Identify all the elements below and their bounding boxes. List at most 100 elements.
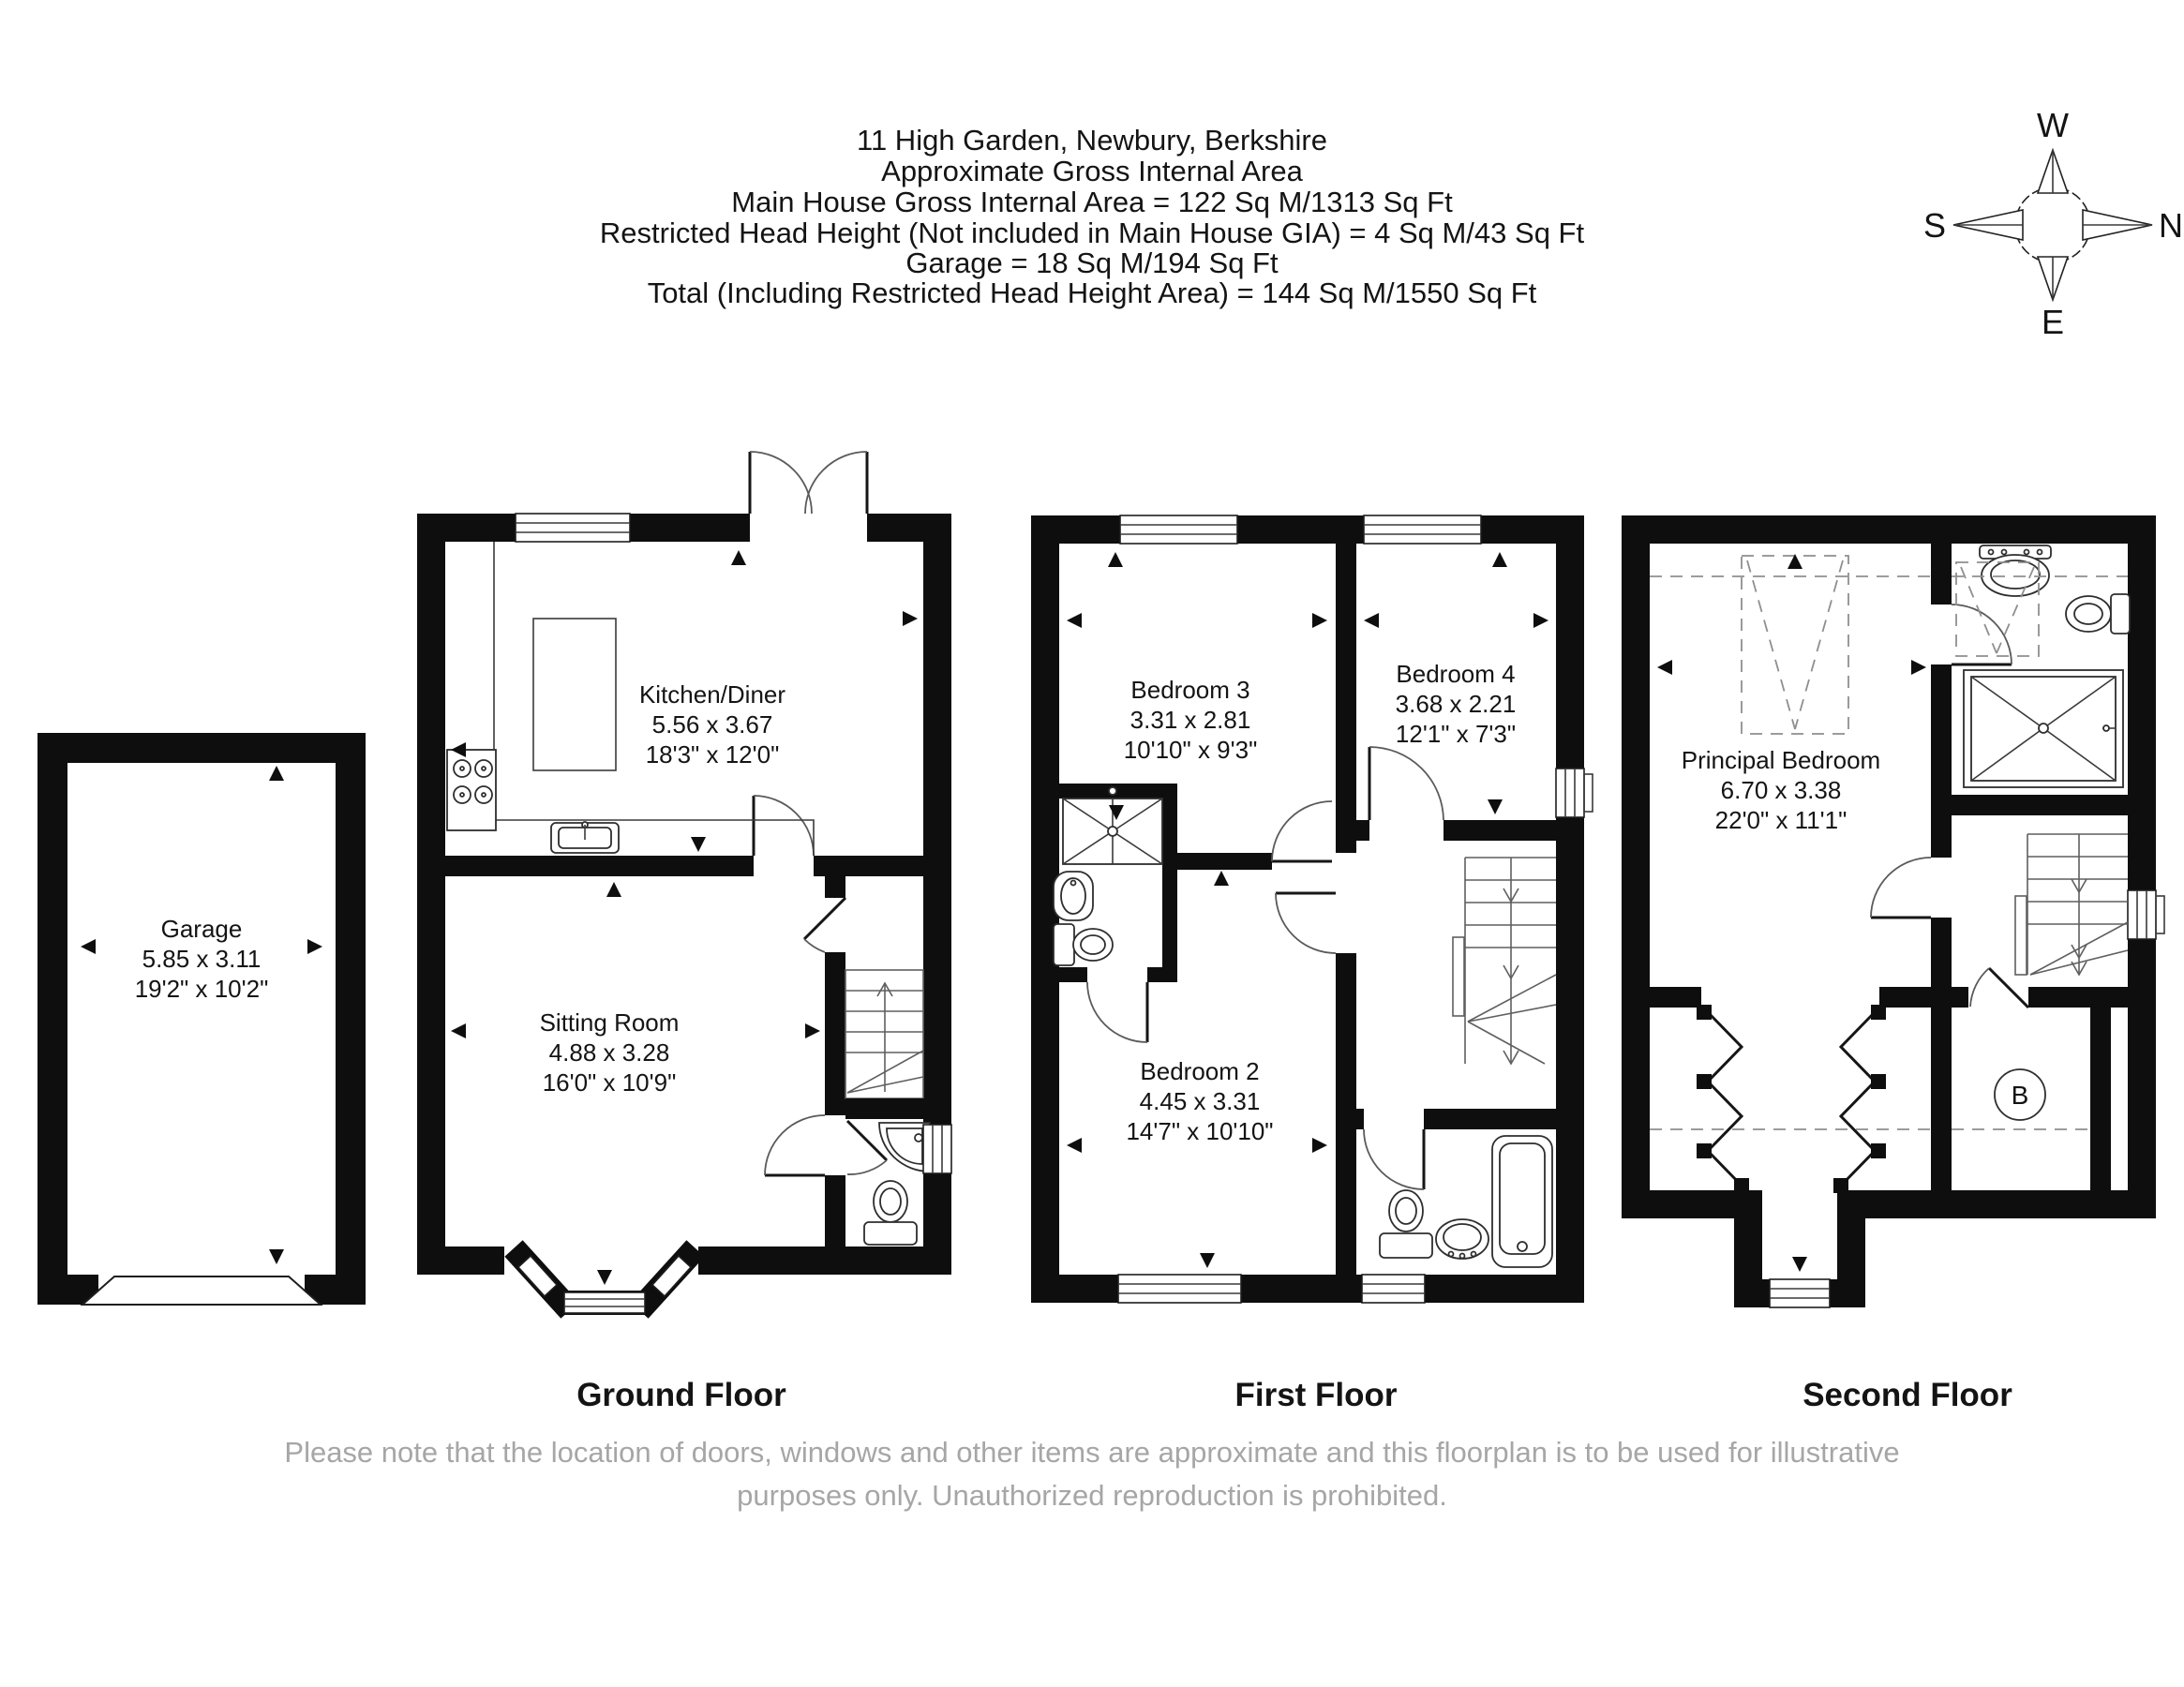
room-dim-metric: 5.85 x 3.11 <box>142 945 262 973</box>
header-line: Garage = 18 Sq M/194 Sq Ft <box>905 246 1279 279</box>
dimension-arrow <box>1533 613 1548 628</box>
room-dim-imperial: 18'3" x 12'0" <box>646 740 780 769</box>
room-label-bedroom2: Bedroom 2 <box>1140 1057 1259 1085</box>
compass-rose: W E N S <box>1923 106 2183 341</box>
dimension-arrow <box>1109 805 1124 820</box>
header-block: 11 High Garden, Newbury, Berkshire Appro… <box>600 124 1585 309</box>
dimension-arrow <box>1312 1138 1327 1153</box>
kitchen-sink-icon <box>550 821 620 854</box>
stairs-up <box>845 969 924 1099</box>
principal-bedroom-door <box>1870 857 1932 919</box>
toilet-icon <box>1379 1189 1433 1259</box>
room-label-sitting: Sitting Room <box>540 1008 680 1037</box>
wc-door <box>845 1119 889 1175</box>
dimension-arrow <box>269 766 284 781</box>
dimension-arrow <box>1067 613 1082 628</box>
floor-label-first: First Floor <box>1234 1377 1397 1413</box>
cupboard-door <box>802 896 847 953</box>
dimension-arrow <box>451 1023 466 1038</box>
window <box>515 513 631 543</box>
dimension-arrow <box>691 837 706 852</box>
bath-icon <box>1491 1135 1553 1268</box>
floor-label-ground: Ground Floor <box>576 1377 786 1413</box>
compass-north: N <box>2159 206 2183 245</box>
bedroom2-door <box>1275 891 1337 954</box>
sink-icon <box>1053 871 1094 921</box>
ensuite-door <box>1951 604 2012 666</box>
stairs-down <box>1452 857 1557 1066</box>
dimension-arrow <box>1214 871 1229 886</box>
kitchen-island <box>532 618 617 771</box>
dimension-arrow <box>597 1270 612 1285</box>
garage-door <box>80 1276 323 1306</box>
dimension-arrow <box>1488 799 1503 814</box>
entrance-double-door <box>748 451 869 515</box>
room-label-bedroom3: Bedroom 3 <box>1130 676 1249 704</box>
room-label-kitchen: Kitchen/Diner <box>639 680 785 709</box>
second-floor-plan: B Principal Bedroom 6.70 x 3.38 22'0" x … <box>1622 515 2165 1308</box>
boiler-room-door <box>1969 966 2030 1009</box>
room-dim-metric: 4.45 x 3.31 <box>1140 1087 1261 1115</box>
bay-window <box>504 1240 705 1319</box>
room-dim-imperial: 10'10" x 9'3" <box>1124 736 1258 764</box>
toilet-icon <box>863 1180 918 1246</box>
dormer <box>1734 1190 1865 1308</box>
room-label-principal: Principal Bedroom <box>1682 746 1880 774</box>
sink-icon <box>1435 1218 1489 1260</box>
sitting-room-door <box>764 1114 826 1177</box>
shower-icon <box>1062 786 1163 865</box>
hob-icon <box>446 749 497 831</box>
dimension-arrow <box>1312 613 1327 628</box>
room-dim-imperial: 19'2" x 10'2" <box>135 975 269 1003</box>
bathroom-door <box>1363 1128 1426 1190</box>
dimension-arrow <box>1492 552 1507 567</box>
bedroom2-entry-door <box>1086 981 1149 1043</box>
footer-block: Ground Floor First Floor Second Floor Pl… <box>284 1377 2012 1512</box>
sink-icon <box>1979 545 2052 597</box>
dimension-arrow <box>307 939 322 954</box>
room-label-garage: Garage <box>161 915 243 943</box>
dimension-arrow <box>1364 613 1379 628</box>
toilet-icon <box>1053 923 1114 966</box>
window <box>922 1124 952 1174</box>
dimension-arrow <box>731 550 746 565</box>
dimension-arrow <box>269 1249 284 1264</box>
compass-east: E <box>2042 303 2064 341</box>
dimension-arrow <box>451 742 466 757</box>
dimension-arrow <box>1108 552 1123 567</box>
header-line: Total (Including Restricted Head Height … <box>648 276 1537 309</box>
garage-plan: Garage 5.85 x 3.11 19'2" x 10'2" <box>37 733 366 1306</box>
header-line: Approximate Gross Internal Area <box>881 155 1303 187</box>
ground-floor-plan: Kitchen/Diner 5.56 x 3.67 18'3" x 12'0" … <box>417 451 952 1319</box>
disclaimer-line: purposes only. Unauthorized reproduction… <box>737 1479 1447 1512</box>
compass-south: S <box>1923 206 1946 245</box>
header-line: 11 High Garden, Newbury, Berkshire <box>857 124 1327 157</box>
dimension-arrow <box>1792 1257 1807 1272</box>
floor-label-second: Second Floor <box>1803 1377 2012 1413</box>
room-dim-metric: 3.68 x 2.21 <box>1396 690 1517 718</box>
room-dim-metric: 5.56 x 3.67 <box>652 710 773 739</box>
first-floor-plan: Bedroom 3 3.31 x 2.81 10'10" x 9'3" Bedr… <box>1031 515 1593 1304</box>
room-dim-metric: 4.88 x 3.28 <box>549 1038 670 1067</box>
dimension-arrow <box>1788 554 1803 569</box>
dimension-arrow <box>1067 1138 1082 1153</box>
room-dim-imperial: 12'1" x 7'3" <box>1396 720 1516 748</box>
toilet-icon <box>2065 593 2131 634</box>
header-line: Main House Gross Internal Area = 122 Sq … <box>731 186 1453 218</box>
bedroom4-door <box>1368 746 1444 821</box>
disclaimer-line: Please note that the location of doors, … <box>284 1436 1899 1469</box>
dimension-arrow <box>903 611 918 626</box>
corner-sink-icon <box>878 1122 931 1172</box>
window <box>2127 889 2165 940</box>
room-dim-metric: 6.70 x 3.38 <box>1721 776 1842 804</box>
room-dim-imperial: 16'0" x 10'9" <box>543 1068 677 1097</box>
dimension-arrow <box>81 939 96 954</box>
dimension-arrow <box>606 882 621 897</box>
room-dim-metric: 3.31 x 2.81 <box>1130 706 1251 734</box>
boiler-label: B <box>2012 1081 2029 1110</box>
window <box>1117 515 1593 1304</box>
bedroom3-door <box>1271 800 1333 863</box>
boiler-symbol: B <box>1994 1068 2046 1121</box>
room-dim-imperial: 14'7" x 10'10" <box>1126 1117 1273 1145</box>
